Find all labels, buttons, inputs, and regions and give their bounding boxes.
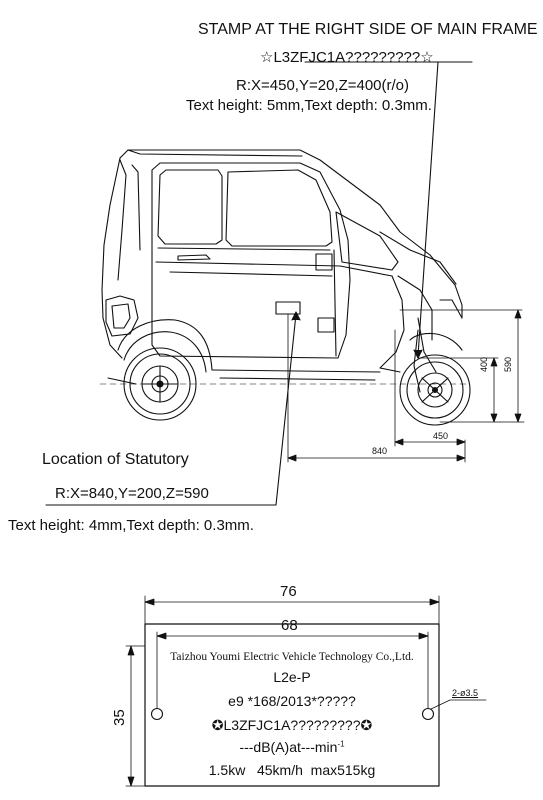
plate-manufacturer: Taizhou Youmi Electric Vehicle Technolog… bbox=[170, 651, 414, 663]
stamp-coords: R:X=450,Y=20,Z=400(r/o) bbox=[236, 77, 410, 94]
stamp-text-spec: Text height: 5mm,Text depth: 0.3mm. bbox=[186, 97, 432, 114]
plate-dim-label-68: 68 bbox=[281, 617, 298, 634]
plate-noise-superscript: -1 bbox=[337, 739, 345, 749]
plate-dim-label-35: 35 bbox=[111, 709, 128, 726]
plate-vin: ✪L3ZFJC1A?????????✪ bbox=[211, 717, 373, 733]
mounting-hole-right bbox=[421, 707, 435, 721]
vehicle-outline bbox=[101, 149, 463, 393]
plate-dimension-68 bbox=[156, 631, 429, 709]
plate-category: L2e-P bbox=[273, 669, 311, 685]
front-wheel bbox=[399, 354, 471, 426]
dimension-400 bbox=[417, 357, 501, 423]
dim-label-840: 840 bbox=[372, 446, 388, 456]
dimension-450 bbox=[394, 329, 466, 447]
statutory-title: Location of Statutory bbox=[42, 451, 189, 468]
hole-leader bbox=[430, 699, 487, 710]
dimension-590 bbox=[399, 309, 525, 423]
plate-dim-label-76: 76 bbox=[280, 583, 297, 600]
statutory-coords: R:X=840,Y=200,Z=590 bbox=[55, 485, 209, 502]
dim-label-590: 590 bbox=[503, 356, 513, 372]
plate-noise: ---dB(A)at---min-1 bbox=[145, 740, 439, 754]
stamp-vin: ☆L3ZFJC1A?????????☆ bbox=[260, 49, 434, 66]
plate-noise-text: ---dB(A)at---min bbox=[239, 739, 338, 755]
dim-label-400: 400 bbox=[479, 356, 489, 372]
plate-dimension-35 bbox=[125, 645, 146, 787]
plate-hole-note: 2-ø3.5 bbox=[452, 688, 479, 698]
plate-dimension-76 bbox=[144, 595, 440, 625]
mounting-hole-left bbox=[150, 707, 164, 721]
dim-label-450: 450 bbox=[433, 431, 449, 441]
statutory-leader-line bbox=[45, 311, 301, 506]
plate-specs: 1.5kw 45km/h max515kg bbox=[208, 762, 376, 778]
stamp-heading: STAMP AT THE RIGHT SIDE OF MAIN FRAME bbox=[198, 21, 538, 38]
statutory-text-spec: Text height: 4mm,Text depth: 0.3mm. bbox=[8, 517, 254, 534]
plate-approval: e9 *168/2013*????? bbox=[228, 693, 356, 709]
